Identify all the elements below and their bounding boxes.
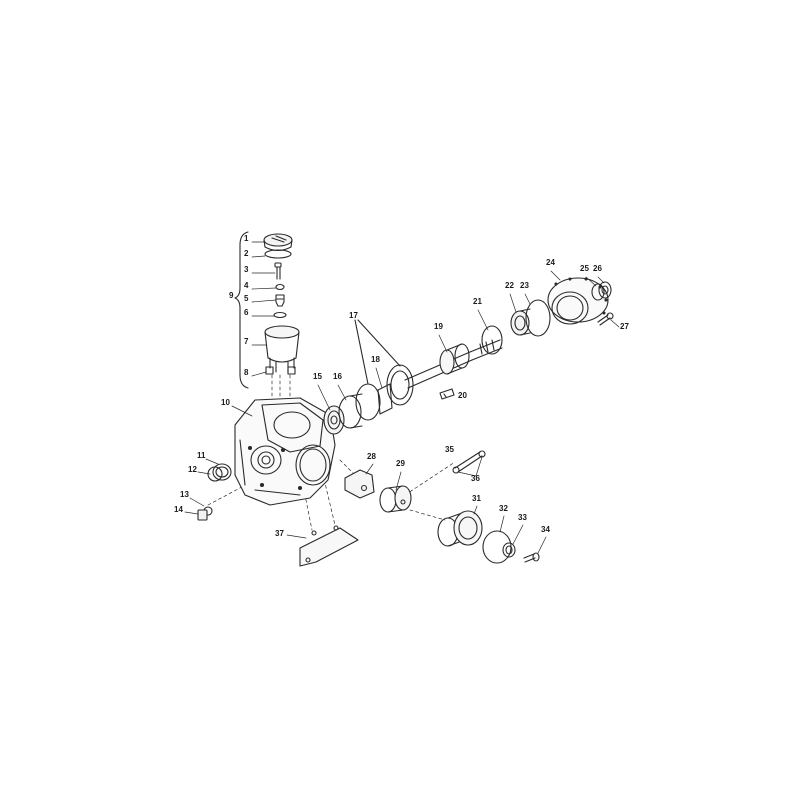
part-3-bolt bbox=[274, 262, 282, 280]
callout-15: 15 bbox=[313, 372, 322, 381]
part-28-bracket bbox=[344, 469, 375, 499]
callout-14: 14 bbox=[174, 505, 183, 514]
callout-5: 5 bbox=[244, 294, 249, 303]
part-2-gasket bbox=[264, 249, 292, 259]
callout-11: 11 bbox=[197, 451, 206, 460]
part-16-ring bbox=[338, 393, 363, 429]
part-21-disc bbox=[481, 325, 503, 355]
callout-33: 33 bbox=[518, 513, 527, 522]
leader-lines bbox=[184, 241, 620, 554]
part-5-valve bbox=[275, 294, 285, 307]
callout-19: 19 bbox=[434, 322, 443, 331]
callout-2: 2 bbox=[244, 249, 249, 258]
callout-36: 36 bbox=[471, 474, 480, 483]
part-27-bolt bbox=[597, 312, 614, 326]
part-24-flange bbox=[547, 277, 609, 325]
callout-31: 31 bbox=[472, 494, 481, 503]
part-20-key bbox=[439, 388, 455, 400]
callout-29: 29 bbox=[396, 459, 405, 468]
part-18-sleeve bbox=[377, 383, 393, 415]
callout-24: 24 bbox=[546, 258, 555, 267]
callout-23: 23 bbox=[520, 281, 529, 290]
callout-37: 37 bbox=[275, 529, 284, 538]
callout-8: 8 bbox=[244, 368, 249, 377]
part-6-oring bbox=[273, 311, 287, 319]
callout-21: 21 bbox=[473, 297, 482, 306]
callout-22: 22 bbox=[505, 281, 514, 290]
callout-12: 12 bbox=[188, 465, 197, 474]
callout-17: 17 bbox=[349, 311, 358, 320]
part-17-eccentric bbox=[354, 319, 414, 421]
callout-26: 26 bbox=[593, 264, 602, 273]
callout-4: 4 bbox=[244, 281, 249, 290]
callout-6: 6 bbox=[244, 308, 249, 317]
part-37-base bbox=[299, 525, 359, 567]
part-7-reservoir bbox=[264, 325, 300, 375]
callout-10: 10 bbox=[221, 398, 230, 407]
part-22-bearing bbox=[510, 308, 531, 336]
part-25-26-seal bbox=[591, 281, 612, 301]
callout-13: 13 bbox=[180, 490, 189, 499]
part-13-14-plug bbox=[197, 506, 213, 521]
part-31-cup bbox=[437, 510, 483, 547]
callout-9: 9 bbox=[229, 291, 234, 300]
part-1-cap bbox=[263, 233, 293, 252]
part-29-piston bbox=[379, 485, 412, 513]
part-23-oring bbox=[525, 299, 551, 337]
part-34-screw bbox=[523, 552, 540, 563]
callout-32: 32 bbox=[499, 504, 508, 513]
callout-20: 20 bbox=[458, 391, 467, 400]
part-19-shaft bbox=[404, 339, 503, 389]
part-33-nut bbox=[502, 542, 516, 558]
callout-25: 25 bbox=[580, 264, 589, 273]
callout-16: 16 bbox=[333, 372, 342, 381]
callout-34: 34 bbox=[541, 525, 550, 534]
part-11-12-seals bbox=[207, 463, 232, 482]
callout-35: 35 bbox=[445, 445, 454, 454]
group-brace-9 bbox=[234, 231, 249, 389]
part-4-washer bbox=[275, 283, 285, 291]
part-10-housing bbox=[234, 397, 336, 506]
callout-7: 7 bbox=[244, 337, 249, 346]
callout-28: 28 bbox=[367, 452, 376, 461]
callout-3: 3 bbox=[244, 265, 249, 274]
callout-1: 1 bbox=[244, 234, 249, 243]
callout-27: 27 bbox=[620, 322, 629, 331]
callout-18: 18 bbox=[371, 355, 380, 364]
